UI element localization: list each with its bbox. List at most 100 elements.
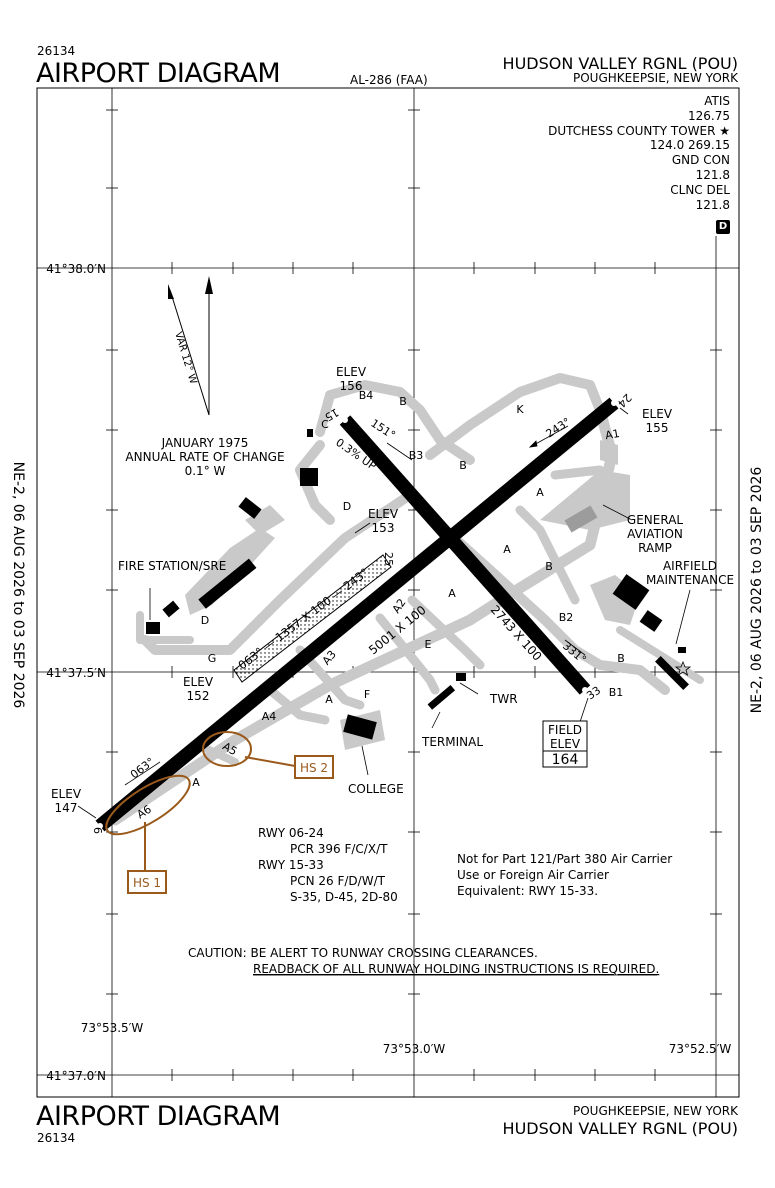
lat-top-label: 41°38.0′N — [46, 262, 106, 276]
building — [162, 600, 180, 618]
beacon-icon — [674, 660, 692, 676]
rwy24-threshold-marker — [611, 400, 617, 406]
elev-152-value: 152 — [187, 689, 210, 703]
rwy-info-line: RWY 06-24 — [258, 826, 324, 840]
rwy-end-24: 24 — [615, 391, 634, 410]
note-line: Equivalent: RWY 15-33. — [457, 884, 598, 898]
field-elev-label1: FIELD — [548, 723, 582, 737]
terminal-label: TERMINAL — [421, 735, 483, 749]
elev-155-label: ELEV — [642, 407, 673, 421]
closed-runway — [233, 554, 392, 683]
grid-ticks — [106, 109, 722, 1081]
maintenance-line2: MAINTENANCE — [646, 573, 734, 587]
maintenance-building — [612, 574, 650, 610]
atis-frequency: 126.75 — [688, 108, 730, 123]
closed-rwy-end: 25 — [382, 552, 395, 566]
taxiway-label: A — [192, 776, 200, 789]
footer-city-state: POUGHKEEPSIE, NEW YORK — [573, 1104, 738, 1118]
north-arrow: VAR 12° W — [168, 276, 213, 416]
leader-lines — [77, 407, 691, 819]
runway-06-24 — [95, 397, 619, 832]
note-line: Use or Foreign Air Carrier — [457, 868, 609, 882]
elev-147-label: ELEV — [51, 787, 82, 801]
taxiway-label: B2 — [559, 611, 574, 624]
annual-change-line2: ANNUAL RATE OF CHANGE — [125, 450, 284, 464]
college-label: COLLEGE — [348, 782, 404, 796]
ga-ramp-line2: AVIATION — [627, 527, 683, 541]
atis-label: ATIS — [704, 94, 730, 108]
taxiway-label: D — [201, 614, 209, 627]
note-line: Not for Part 121/Part 380 Air Carrier — [457, 852, 672, 866]
building — [655, 656, 689, 690]
d-badge: D — [716, 220, 730, 234]
taxiway-label: A — [503, 543, 511, 556]
taxiway-label: B1 — [609, 686, 624, 699]
rwy06-threshold-marker — [97, 823, 103, 829]
college-building — [343, 714, 377, 740]
buildings — [146, 429, 689, 740]
hotspots — [105, 731, 334, 894]
footer-chart-number: 26134 — [37, 1131, 76, 1145]
lon-mid-label: 73°53.0′W — [383, 1042, 446, 1056]
rwy-info-line: RWY 15-33 — [258, 858, 324, 872]
elev-153-label: ELEV — [368, 507, 399, 521]
rwy-info-line: S-35, D-45, 2D-80 — [290, 890, 398, 904]
taxiway-label: B3 — [409, 449, 424, 462]
ground-label: GND CON — [671, 153, 730, 168]
chart-number: 26134 — [37, 44, 76, 58]
taxiways — [109, 373, 704, 826]
rwy-info-line: PCR 396 F/C/X/T — [290, 842, 388, 856]
lat-bottom-label: 41°37.0′N — [46, 1069, 106, 1083]
ga-ramp-line3: RAMP — [638, 541, 672, 555]
frequency-list: ATIS 126.75 DUTCHESS COUNTY TOWER ★ 124.… — [548, 94, 730, 212]
taxiway-label: A — [536, 486, 544, 499]
taxiway-label: B — [459, 459, 467, 472]
tower-frequency: 124.0 269.15 — [649, 138, 730, 153]
taxiway-label: B — [617, 652, 625, 665]
footer-airport-name: HUDSON VALLEY RGNL (POU) — [502, 1119, 738, 1138]
heading-arrows — [124, 425, 586, 786]
field-elev-box — [542, 720, 588, 768]
rwy-end-6: 6 — [91, 827, 104, 834]
rwy33-threshold-marker — [582, 687, 588, 693]
twr-building — [456, 673, 466, 681]
hs2-box — [294, 755, 334, 779]
hs2-label: HS 2 — [300, 761, 328, 775]
ga-ramp-building — [564, 505, 598, 533]
ga-ramp-line1: GENERAL — [627, 513, 684, 527]
city-state: POUGHKEEPSIE, NEW YORK — [573, 71, 738, 85]
elev-155-value: 155 — [646, 421, 669, 435]
variation-label: VAR 12° W — [172, 331, 198, 386]
lon-left-label: 73°53.5′W — [81, 1021, 144, 1035]
terminal-building — [427, 685, 456, 710]
maintenance-line1: AIRFIELD — [663, 559, 717, 573]
elev-156-value: 156 — [340, 379, 363, 393]
runway-15-33 — [339, 415, 591, 695]
facility-labels: FIRE STATION/SRE GENERAL AVIATION RAMP A… — [118, 513, 734, 796]
taxiway-label: C — [321, 418, 329, 431]
annual-change-line1: JANUARY 1975 — [161, 436, 249, 450]
fire-station-label: FIRE STATION/SRE — [118, 559, 226, 573]
caution-line2: READBACK OF ALL RUNWAY HOLDING INSTRUCTI… — [253, 962, 659, 976]
elev-147-value: 147 — [55, 801, 78, 815]
al-number: AL-286 (FAA) — [350, 73, 428, 87]
hs1-box — [127, 870, 167, 894]
field-elev-value: 164 — [552, 752, 579, 768]
elevation-labels: ELEV 156 ELEV 155 ELEV 153 ELEV 152 ELEV… — [51, 365, 673, 815]
taxiway-label: B — [545, 560, 553, 573]
lon-right-label: 73°52.5′W — [669, 1042, 732, 1056]
hotspot-2-ring — [202, 731, 252, 767]
airport-name: HUDSON VALLEY RGNL (POU) — [502, 54, 738, 73]
tower-label: DUTCHESS COUNTY TOWER ★ — [548, 123, 730, 138]
rwy15-threshold-marker — [342, 417, 348, 423]
field-elev-label2: ELEV — [550, 737, 581, 751]
twr-label: TWR — [489, 692, 518, 706]
taxiway-label: A — [325, 693, 333, 706]
elev-156-label: ELEV — [336, 365, 367, 379]
taxiway-label: A — [448, 587, 456, 600]
taxiway-label: E — [425, 638, 432, 651]
taxiway-label: D — [343, 500, 351, 513]
clearance-frequency: 121.8 — [695, 197, 730, 212]
building — [307, 429, 313, 437]
building — [238, 497, 262, 519]
